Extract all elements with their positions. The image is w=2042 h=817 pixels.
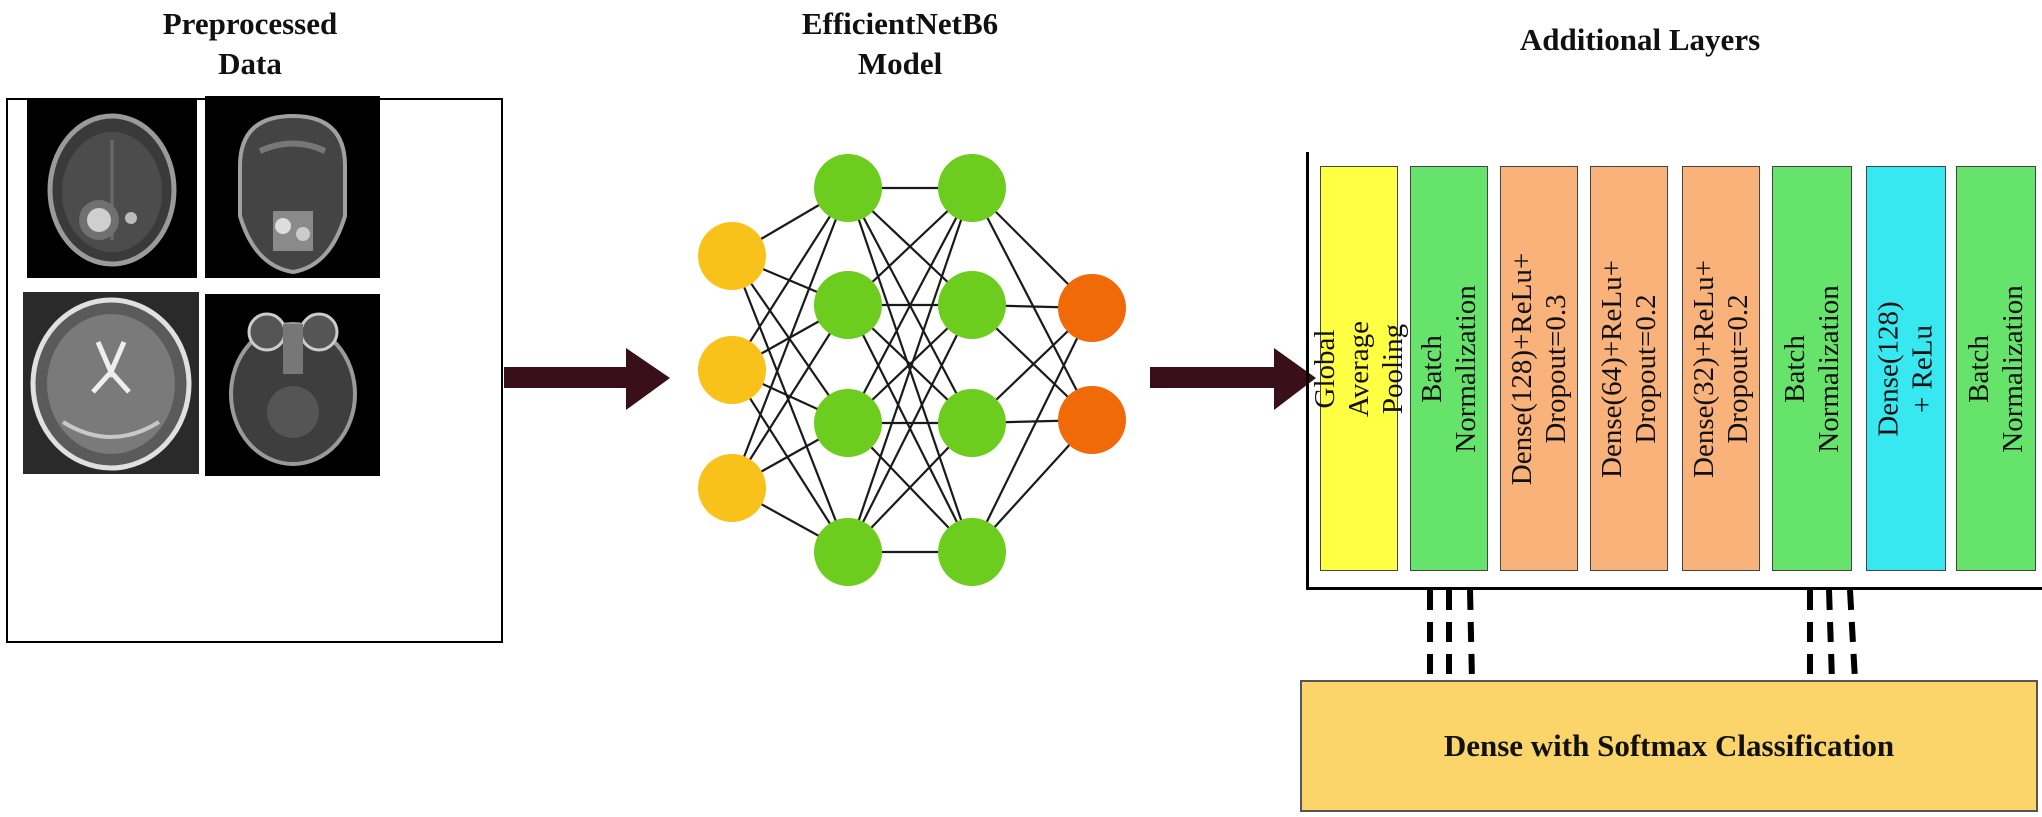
hidden-node <box>814 154 882 222</box>
input-node <box>698 454 766 522</box>
layer-batch-normalization-3: Batch Normalization <box>1956 166 2036 571</box>
hidden-node <box>814 389 882 457</box>
layer-batch-normalization-1: Batch Normalization <box>1410 166 1488 571</box>
layer-label: Dense(128)+ReLu+ Dropout=0.3 <box>1506 252 1572 485</box>
network-edge <box>846 187 974 553</box>
mri-axial-flair-image <box>23 292 199 474</box>
mri-axial-tumor-image <box>27 100 197 278</box>
additional-layers-title: Additional Layers <box>1519 22 1761 57</box>
mri-axial-orbit-image <box>205 294 380 476</box>
layer-label: Dense(128) + ReLu <box>1873 300 1940 437</box>
layer-batch-normalization-2: Batch Normalization <box>1772 166 1852 571</box>
network-edge <box>971 307 1093 553</box>
hidden-node <box>938 518 1006 586</box>
softmax-label: Dense with Softmax Classification <box>1443 728 1895 763</box>
layer-label: Batch Normalization <box>1779 284 1845 453</box>
network-edge <box>731 187 849 371</box>
arrow-to-model <box>504 348 670 410</box>
hidden-node <box>814 518 882 586</box>
network-edge <box>731 304 849 489</box>
mri-image-panel <box>6 96 503 643</box>
layer-global-average-pooling: Global Average Pooling <box>1309 166 1409 571</box>
hidden-node <box>938 154 1006 222</box>
layer-label: Dense(64)+ReLu+ Dropout=0.2 <box>1596 259 1662 478</box>
input-node <box>698 336 766 404</box>
network-nodes <box>698 154 1126 586</box>
network-edge <box>730 255 850 553</box>
dashed-connectors <box>1427 589 1858 681</box>
mri-coronal-image <box>205 96 380 278</box>
hidden-node <box>814 271 882 339</box>
output-node <box>1058 274 1126 342</box>
arrow-to-additional-layers <box>1150 348 1316 410</box>
layer-dense-64-dropout: Dense(64)+ReLu+ Dropout=0.2 <box>1590 166 1668 571</box>
input-node <box>698 222 766 290</box>
hidden-node <box>938 389 1006 457</box>
preprocessed-data-title: Preprocessed Data <box>162 6 338 81</box>
layer-dense-128-relu: Dense(128) + ReLu <box>1866 166 1946 571</box>
layer-label: Batch Normalization <box>1963 284 2029 453</box>
hidden-node <box>938 271 1006 339</box>
network-edge <box>971 187 1093 421</box>
network-edge <box>847 304 973 553</box>
network-edge <box>847 187 973 424</box>
network-edge <box>731 369 849 553</box>
output-node <box>1058 386 1126 454</box>
layer-label: Global Average Pooling <box>1309 320 1409 417</box>
layer-label: Dense(32)+ReLu+ Dropout=0.2 <box>1688 259 1754 478</box>
layers-axis <box>1306 152 2042 590</box>
model-title: EfficientNetB6 Model <box>801 6 999 81</box>
layer-dense-32-dropout: Dense(32)+ReLu+ Dropout=0.2 <box>1682 166 1760 571</box>
network-edge <box>730 187 850 489</box>
network-connections <box>730 186 1093 554</box>
layer-label: Batch Normalization <box>1416 284 1482 453</box>
layer-dense-128-dropout: Dense(128)+ReLu+ Dropout=0.3 <box>1500 166 1578 571</box>
softmax-classification-box: Dense with Softmax Classification <box>1300 680 2038 812</box>
